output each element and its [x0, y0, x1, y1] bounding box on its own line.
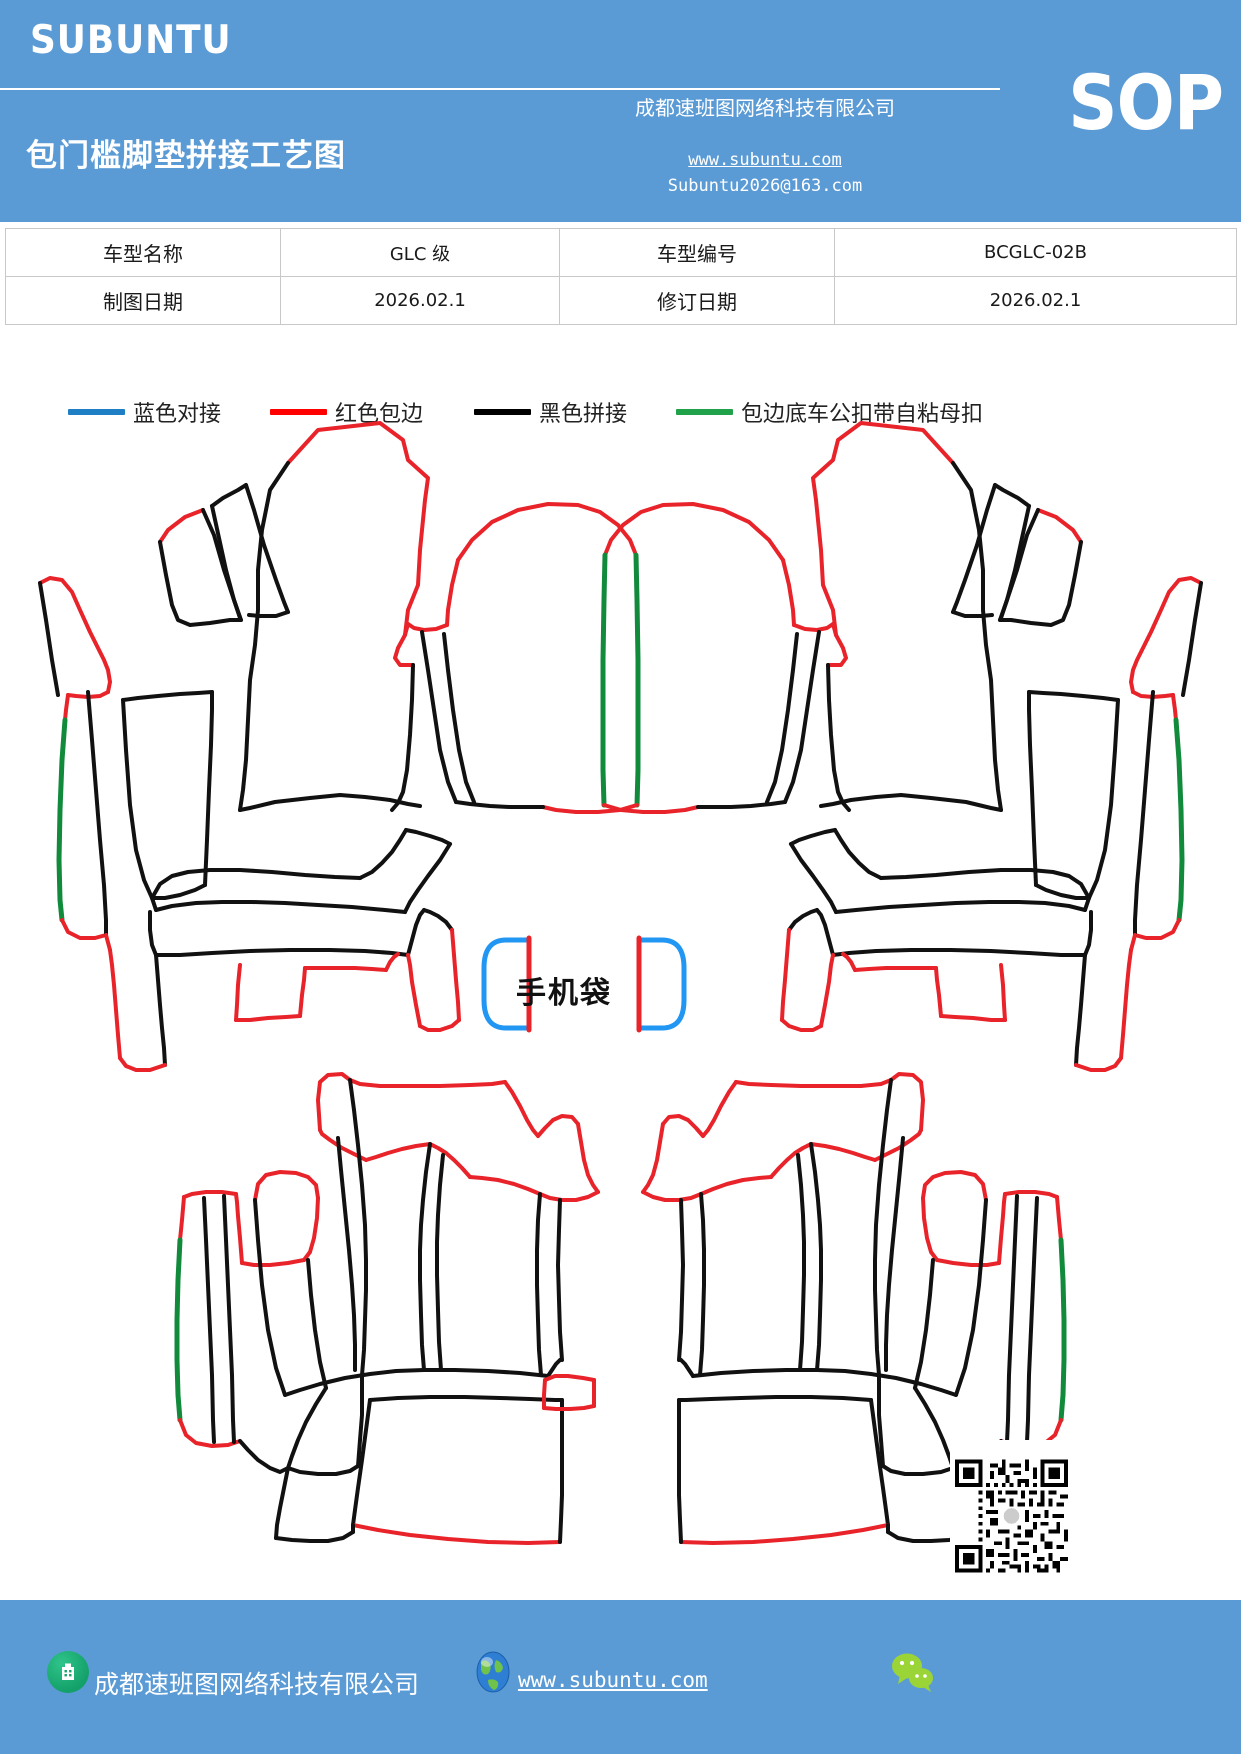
page-title: 包门槛脚垫拼接工艺图 — [26, 138, 346, 174]
legend-swatch-red — [270, 409, 327, 415]
label-draw-date: 制图日期 — [5, 276, 281, 325]
label-model-code: 车型编号 — [559, 228, 835, 277]
phone-pocket-label: 手机袋 — [516, 976, 612, 1011]
rear-right-mat — [641, 1072, 1067, 1545]
value-model-name: GLC 级 — [280, 228, 560, 277]
qr-code — [950, 1440, 1073, 1592]
legend-label-blue: 蓝色对接 — [133, 401, 222, 426]
rear-left-mat — [174, 1072, 600, 1545]
footer-website-link[interactable]: www.subuntu.com — [518, 1668, 708, 1692]
vehicle-info-table: 车型名称 GLC 级 车型编号 BCGLC-02B 制图日期 2026.02.1… — [5, 228, 1237, 325]
brand-logo: SUBUNTU — [30, 18, 232, 63]
footer-company-name: 成都速班图网络科技有限公司 — [94, 1672, 420, 1699]
header-company-name: 成都速班图网络科技有限公司 — [635, 98, 895, 120]
legend-item-black: 黑色拼接 — [474, 392, 627, 432]
page-header: SUBUNTU 包门槛脚垫拼接工艺图 成都速班图网络科技有限公司 www.sub… — [0, 0, 1241, 222]
label-revision-date: 修订日期 — [559, 276, 835, 325]
page-footer — [0, 1600, 1241, 1754]
table-row: 车型名称 GLC 级 车型编号 BCGLC-02B — [5, 228, 1237, 277]
sop-badge: SOP — [1068, 58, 1224, 147]
front-right-mat — [600, 421, 1203, 1072]
legend-swatch-green — [676, 409, 733, 415]
legend-label-black: 黑色拼接 — [539, 401, 628, 426]
value-revision-date: 2026.02.1 — [834, 276, 1237, 325]
globe-icon — [472, 1650, 514, 1694]
technical-drawing-canvas — [0, 420, 1241, 1600]
header-email: Subuntu2026@163.com — [667, 176, 863, 196]
phone-pocket — [481, 935, 687, 1033]
legend-item-blue: 蓝色对接 — [68, 392, 221, 432]
value-draw-date: 2026.02.1 — [280, 276, 560, 325]
building-icon — [47, 1651, 89, 1693]
legend-swatch-blue — [68, 409, 125, 415]
header-divider — [0, 88, 1000, 90]
label-model-name: 车型名称 — [5, 228, 281, 277]
wechat-icon — [890, 1650, 938, 1694]
value-model-code: BCGLC-02B — [834, 228, 1237, 277]
header-website-link[interactable]: www.subuntu.com — [688, 150, 842, 170]
legend-swatch-black — [474, 409, 531, 415]
table-row: 制图日期 2026.02.1 修订日期 2026.02.1 — [5, 276, 1237, 325]
front-left-mat — [38, 421, 641, 1072]
